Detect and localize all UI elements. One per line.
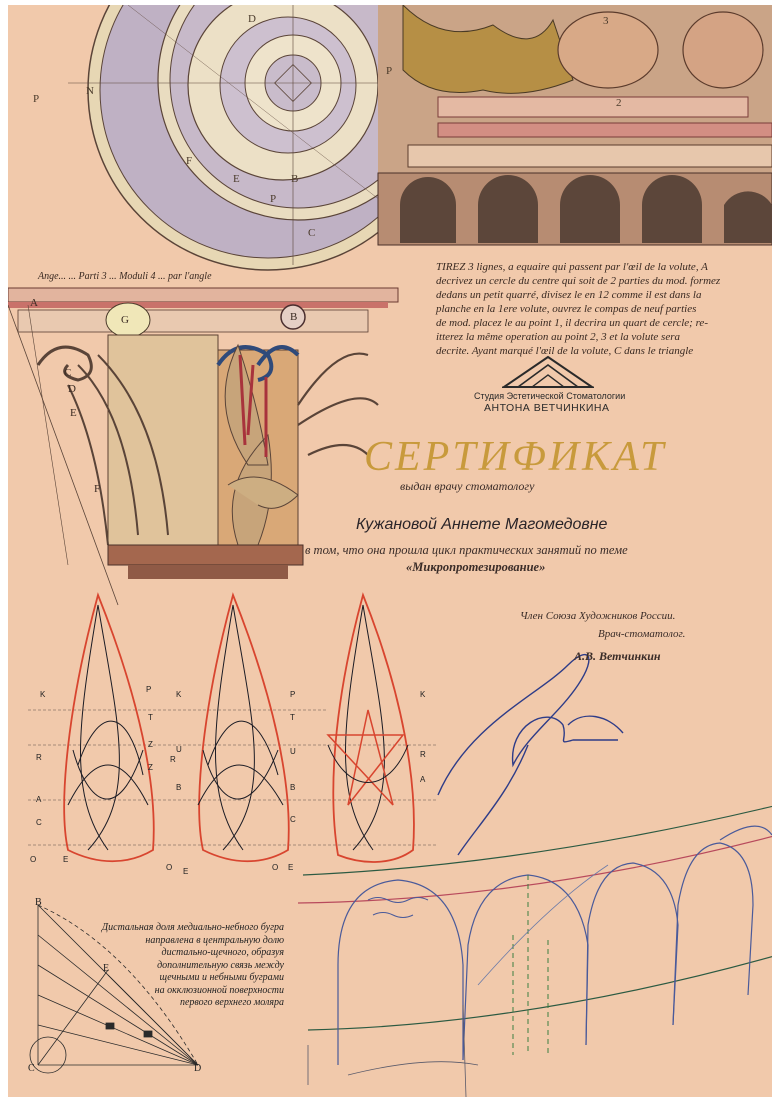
cusp-letter: E	[183, 867, 189, 876]
engraving-line: decrivez un cercle du centre qui soit de…	[436, 275, 721, 287]
cusp-letter: K	[176, 690, 182, 699]
signatory-title-2: Врач-стоматолог.	[598, 628, 686, 640]
cusp-letter: Z	[148, 763, 153, 772]
cusp-letter: U	[290, 747, 296, 756]
note-line: направлена в центральную долю	[145, 934, 284, 946]
note-line: Дистальная доля медиально-небного бугра	[101, 922, 284, 933]
volute-letter: D	[248, 13, 256, 25]
cusp-letter: P	[146, 685, 152, 694]
recipient-name: Кужановой Аннете Магомедовне	[356, 516, 608, 533]
engraving-text-block: TIREZ 3 lignes, a equaire qui passent pa…	[436, 260, 720, 358]
engraving-line: de mod. placez le au point 1, il decrira…	[436, 317, 708, 329]
fan-letter: C	[28, 1063, 35, 1074]
volute-letter: B	[291, 173, 299, 185]
engraving-line: itterez la même operation au point 2, 3 …	[436, 331, 680, 343]
cusp-letter: R	[170, 755, 176, 764]
volute-letter: P	[270, 193, 277, 205]
cusp-letter: R	[36, 753, 42, 762]
cusp-letter: E	[63, 855, 69, 864]
cusp-letter: K	[40, 690, 46, 699]
engraving-artwork	[8, 5, 772, 1097]
volute-letter: F	[186, 155, 193, 167]
cusp-letter: R	[420, 750, 426, 759]
cusp-letter: C	[290, 815, 296, 824]
note-line: на окклюзионной поверхности	[154, 984, 284, 996]
cusp-letter: O	[30, 855, 37, 864]
volute-letter: N	[86, 85, 94, 97]
volute-drawing	[68, 5, 449, 271]
capital-letter: G	[121, 314, 129, 326]
note-line: щечными и небными буграми	[159, 972, 284, 983]
note-line: дистально-щечного, образуя	[161, 947, 284, 958]
dental-arch-drawing	[297, 805, 772, 1097]
certificate-title: СЕРТИФИКАТ	[364, 434, 667, 480]
volute-letter: P	[33, 93, 40, 105]
engraving-line: planche en la 1ere volute, ouvrez le com…	[436, 303, 697, 315]
fan-diagram	[29, 904, 199, 1074]
clinic-logo-mark	[502, 355, 594, 388]
fan-letter: B	[35, 897, 42, 908]
fan-letter: D	[194, 1063, 202, 1074]
certificate-sheet: P N F E B P D C P 3 2 A G B C D E F Ange…	[8, 5, 772, 1097]
capital-letter: E	[70, 407, 77, 419]
capital-letter: D	[68, 383, 76, 395]
volute-letter: C	[308, 227, 316, 239]
engraving-line: dedans un petit quarré, divisez le en 12…	[436, 289, 702, 301]
cornice-number: 2	[616, 97, 622, 109]
cornice-number: 3	[603, 15, 609, 27]
cusp-letter: B	[290, 783, 296, 792]
cusp-letter: K	[420, 690, 426, 699]
cusp-letter: B	[176, 783, 182, 792]
volute-letter: P	[386, 65, 393, 77]
diagram-note: Дистальная доля медиально-небного бугра …	[66, 922, 284, 1010]
cusp-letter: E	[288, 863, 294, 872]
logo-line-2: АНТОНА ВЕТЧИНКИНА	[484, 402, 610, 414]
cusp-letter: O	[166, 863, 173, 872]
signatory-name: А.В. Ветчинкин	[574, 649, 661, 663]
logo-line-1: Студия Эстетической Стоматологии	[474, 391, 626, 401]
cusp-letter: P	[290, 690, 296, 699]
statement-text: в том, что она прошла цикл практических …	[305, 543, 628, 557]
note-line: дополнительную связь между	[157, 959, 284, 971]
course-topic: «Микропротезирование»	[406, 560, 546, 574]
capital-header-text: Ange... ... Parti 3 ... Moduli 4 ... par…	[38, 271, 212, 282]
cusp-letter: O	[272, 863, 279, 872]
engraving-line: TIREZ 3 lignes, a equaire qui passent pa…	[436, 261, 708, 273]
capital-drawing	[8, 287, 399, 606]
signature	[437, 653, 624, 856]
issued-to-text: выдан врачу стоматологу	[400, 479, 535, 493]
capital-letter: F	[94, 483, 101, 495]
cusp-letter: C	[36, 818, 42, 827]
cusp-letter: Z	[148, 740, 153, 749]
cusp-drawings	[28, 592, 438, 863]
fan-letter: E	[103, 963, 110, 974]
cusp-letter: A	[420, 775, 426, 784]
signatory-title-1: Член Союза Художников России.	[520, 610, 676, 622]
cusp-letter: T	[148, 713, 153, 722]
capital-letter: A	[30, 297, 38, 309]
cusp-letter: A	[36, 795, 42, 804]
cusp-letter: U	[176, 745, 182, 754]
cornice-drawing	[377, 5, 772, 246]
capital-letter: C	[64, 367, 72, 379]
capital-letter: B	[290, 311, 298, 323]
engraving-line: decrite. Ayant marqué l'œil de la volute…	[436, 345, 694, 357]
volute-letter: E	[233, 173, 240, 185]
note-line: первого верхнего моляра	[179, 997, 284, 1008]
cusp-letter: T	[290, 713, 295, 722]
